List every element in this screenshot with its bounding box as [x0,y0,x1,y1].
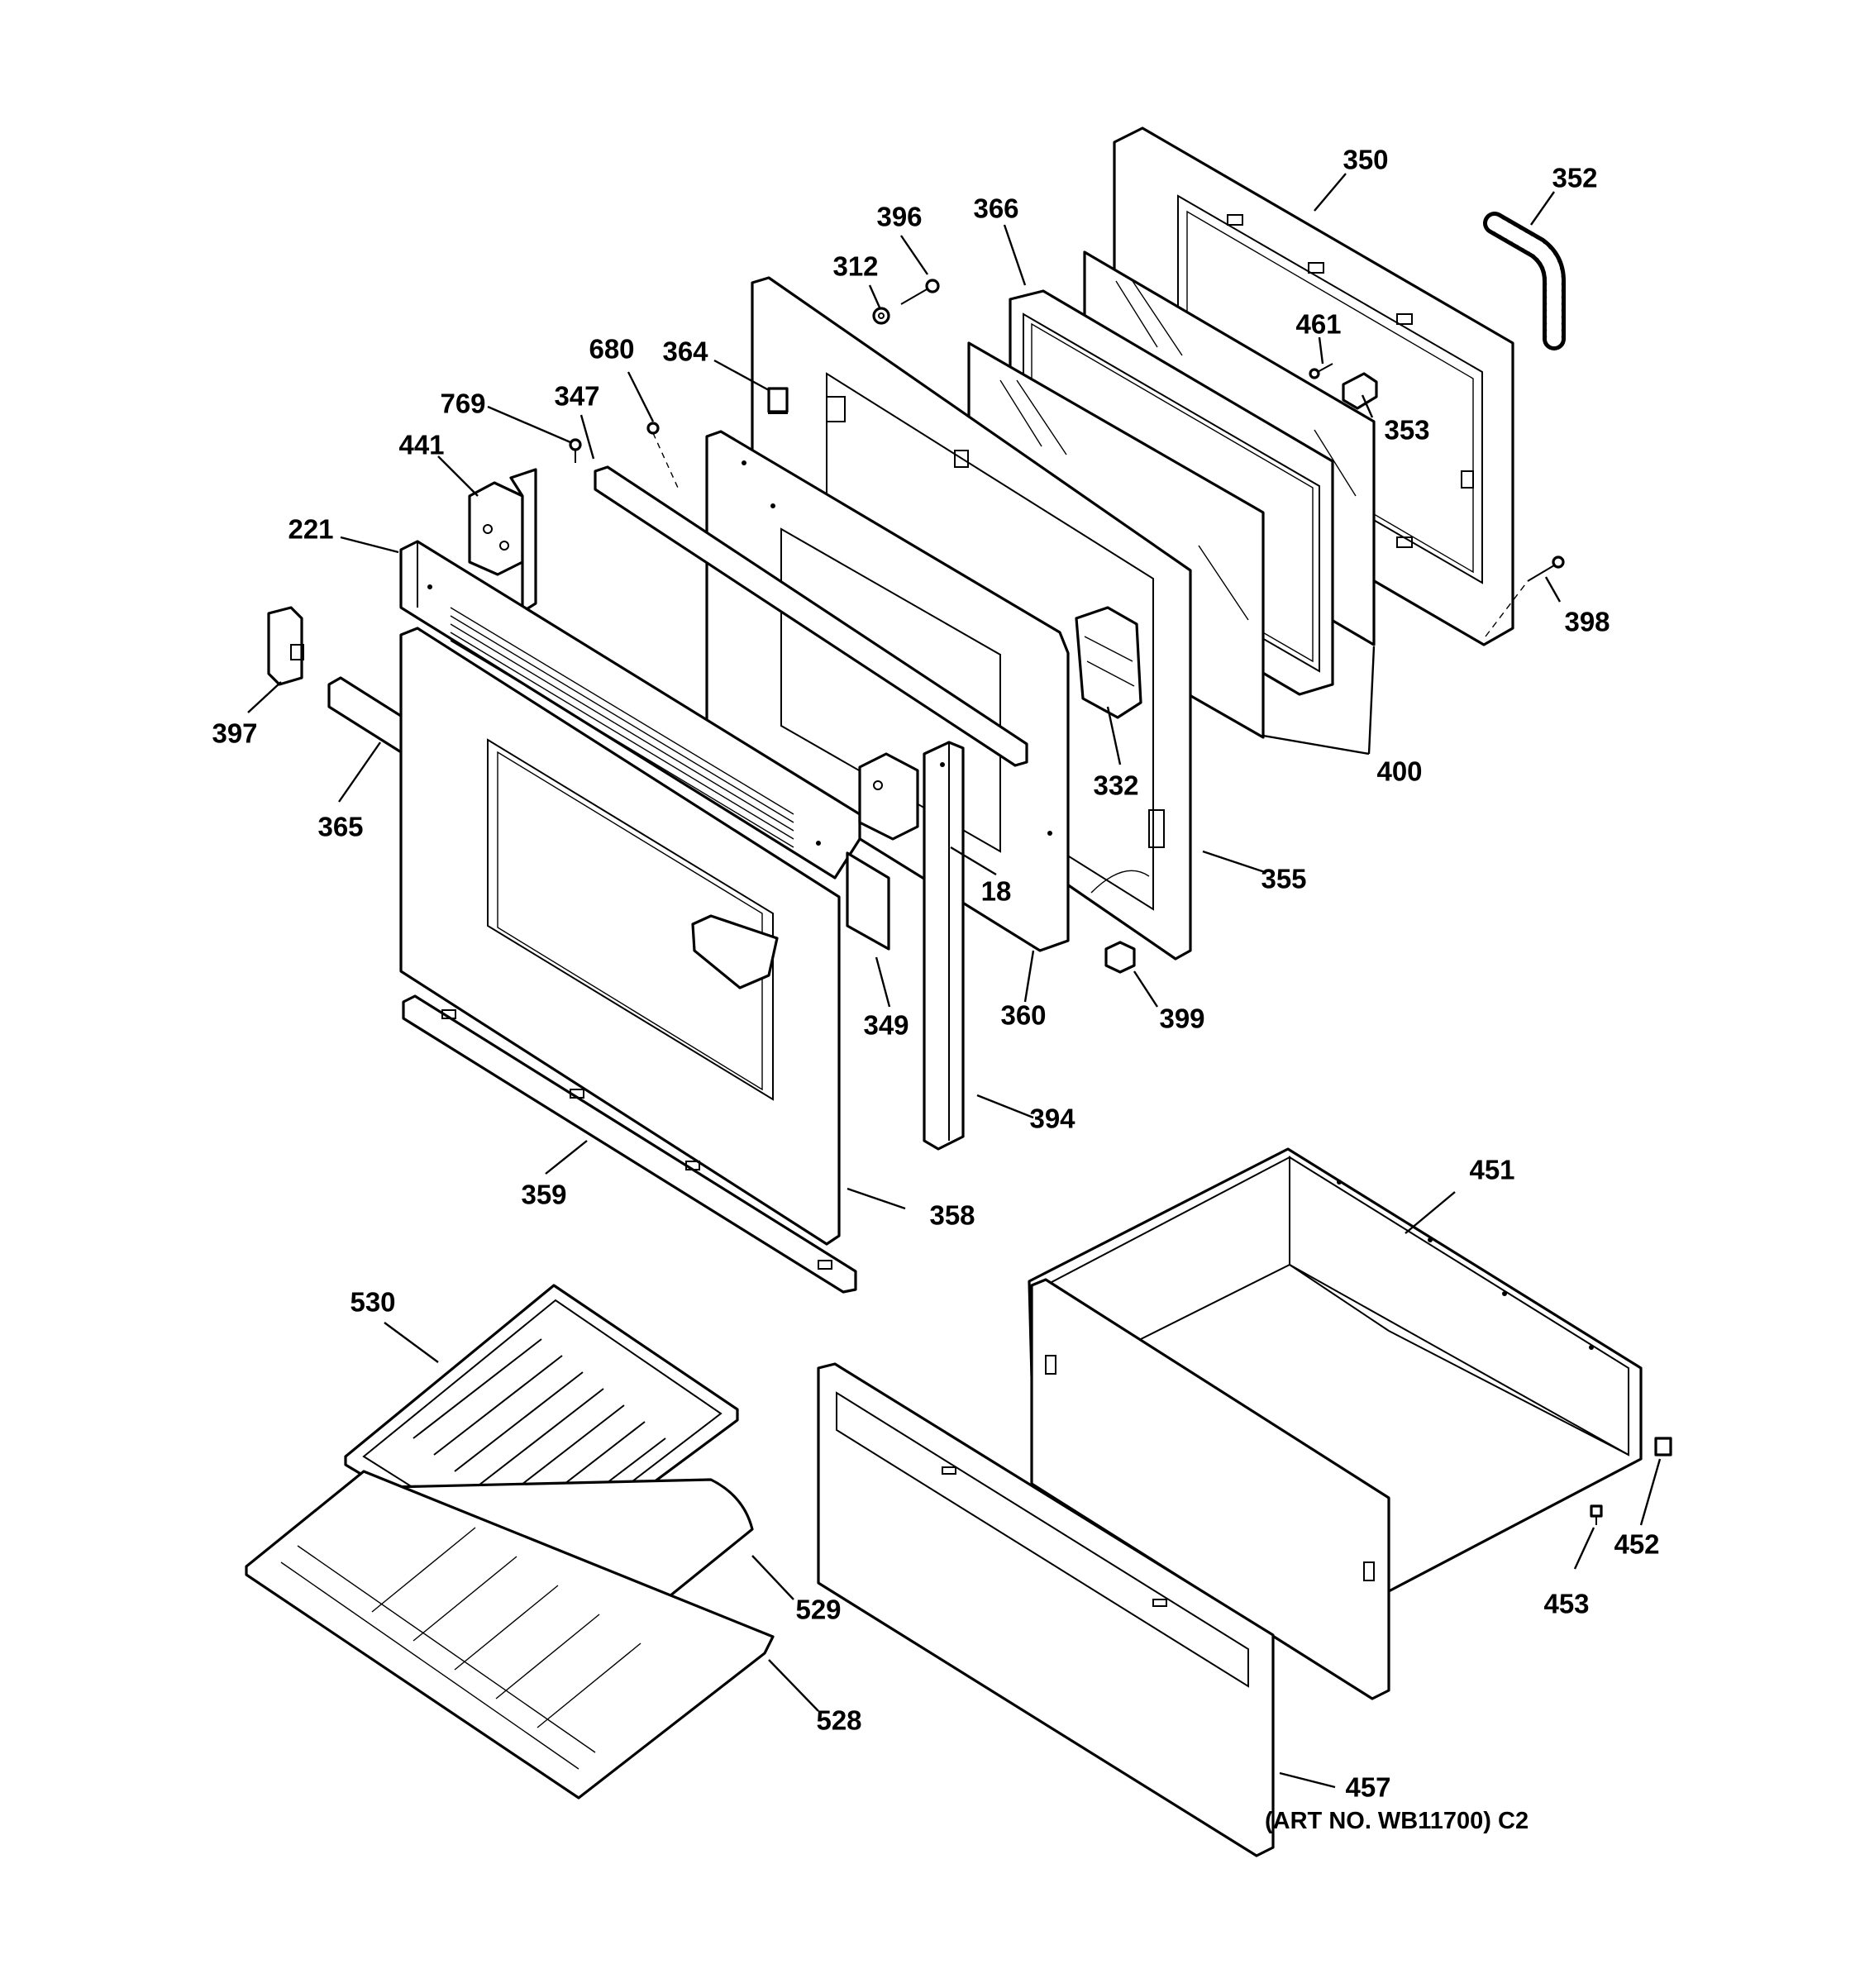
part-352-gasket [1483,212,1566,350]
callout-359: 359 [521,1179,567,1210]
callout-398: 398 [1564,606,1610,637]
callout-366: 366 [973,193,1019,224]
callout-529: 529 [795,1594,842,1625]
callout-530: 530 [350,1286,396,1318]
callout-355: 355 [1261,863,1307,894]
part-769-screw [569,438,582,463]
part-399-bumper [1104,941,1136,974]
part-394-channel [923,741,965,1151]
part-398-screw [1485,555,1565,637]
part-312-washer [872,307,890,325]
callout-332: 332 [1093,770,1139,801]
callout-394: 394 [1029,1103,1075,1134]
part-359-bottom-trim [402,994,857,1294]
callout-528: 528 [816,1704,862,1736]
callout-353: 353 [1384,414,1430,446]
part-441-hinge [468,468,537,613]
callout-350: 350 [1343,144,1389,175]
callout-365: 365 [317,811,364,842]
part-397-end-cap [267,606,304,686]
part-528-oven-rack [245,1470,775,1800]
art-number-label: (ART NO. WB11700) C2 [1265,1808,1529,1834]
part-347-channel [594,465,1028,767]
part-358-outer-door [399,627,841,1246]
part-451-drawer-body [1028,1147,1643,1700]
callout-453: 453 [1543,1588,1590,1619]
callout-769: 769 [440,388,486,419]
part-349-pad [846,851,890,951]
callout-441: 441 [398,429,445,460]
callout-347: 347 [554,380,600,412]
part-hinge-right [858,752,919,841]
callout-312: 312 [832,250,879,282]
part-461-screw [1309,363,1333,379]
callout-397: 397 [212,717,258,749]
part-453-stud [1590,1504,1603,1525]
callout-18: 18 [980,875,1012,907]
part-353-bracket [1342,372,1378,410]
callout-221: 221 [288,513,334,545]
part-452-clip [1654,1437,1672,1456]
part-396-screw [900,279,940,305]
part-221-vent-panel [399,540,861,880]
part-457-drawer-front [817,1362,1275,1857]
callout-360: 360 [1000,999,1047,1031]
callout-396: 396 [876,201,923,232]
door-handle-end-cap [691,914,779,989]
callout-452: 452 [1614,1528,1660,1560]
leader-lines [247,173,1662,1789]
part-332-insulation [1075,606,1142,719]
callout-451: 451 [1469,1154,1515,1185]
callout-400: 400 [1376,756,1423,787]
callout-364: 364 [662,336,708,367]
callout-358: 358 [929,1199,975,1231]
part-680-screw [646,422,679,489]
callout-461: 461 [1295,308,1342,340]
callout-399: 399 [1159,1003,1205,1034]
callout-457: 457 [1345,1771,1391,1803]
callout-349: 349 [863,1009,909,1041]
callout-352: 352 [1552,162,1598,193]
callout-680: 680 [589,333,635,365]
part-364-clip [767,387,789,413]
